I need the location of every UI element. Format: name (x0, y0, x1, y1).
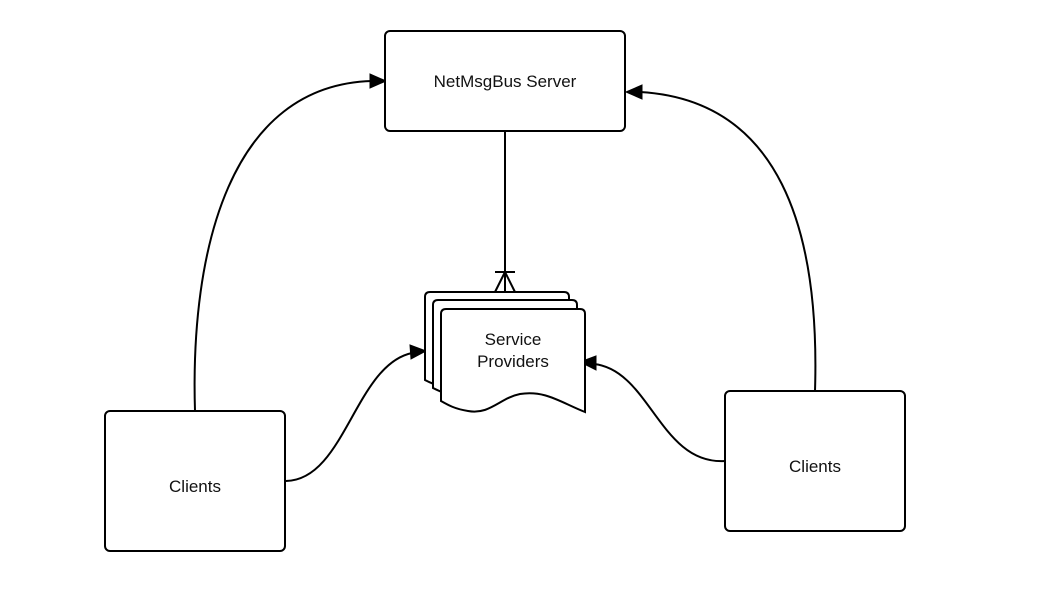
server-label: NetMsgBus Server (434, 72, 577, 91)
server-node[interactable]: NetMsgBus Server (384, 30, 626, 132)
arrowhead-icon (369, 73, 388, 89)
service-providers-label-line2: Providers (477, 352, 549, 371)
arrowhead-icon (624, 84, 643, 100)
clients-right-label: Clients (789, 457, 841, 476)
arrowhead-icon (578, 355, 597, 371)
document-stack-front (440, 308, 586, 414)
clients-right-node[interactable]: Clients (724, 390, 906, 532)
edge-left-clients-to-providers (285, 352, 413, 482)
service-providers-node[interactable]: Service Providers (424, 291, 586, 414)
clients-left-label: Clients (169, 477, 221, 496)
edge-left-clients-to-server (193, 80, 373, 412)
service-providers-label-line1: Service (485, 330, 542, 349)
one-to-many-icon (494, 271, 516, 293)
arrowhead-icon (409, 344, 428, 360)
edge-right-clients-to-server (639, 91, 817, 392)
clients-left-node[interactable]: Clients (104, 410, 286, 552)
edge-right-clients-to-providers (593, 363, 726, 463)
